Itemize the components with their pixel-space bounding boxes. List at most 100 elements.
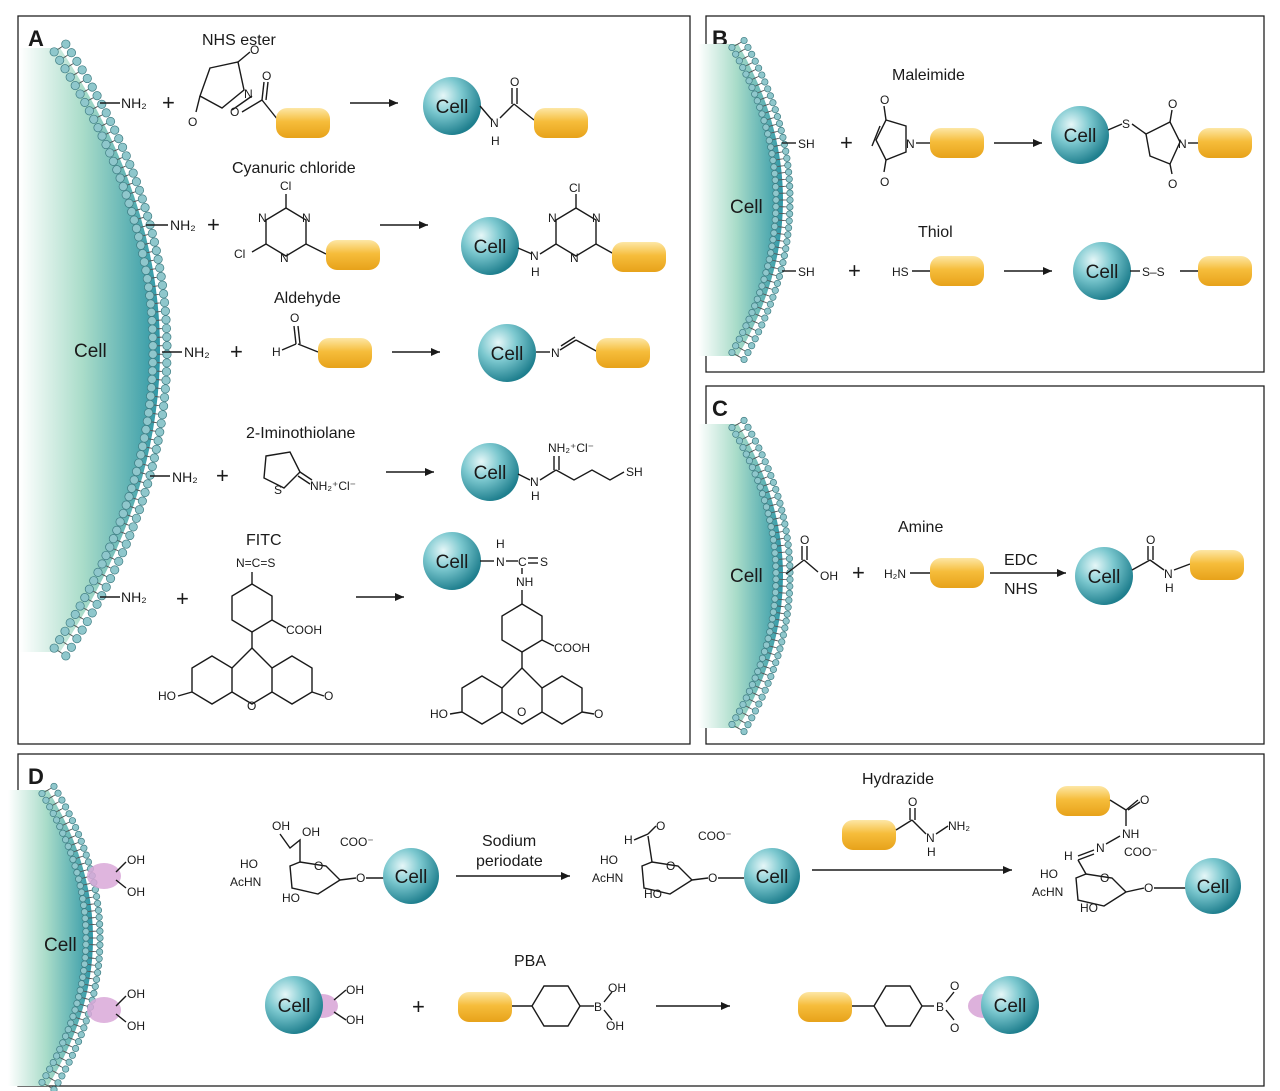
- thiourea-h: H: [496, 537, 505, 551]
- lipid-head: [129, 215, 139, 225]
- lipid-head: [69, 855, 77, 864]
- lipid-head: [62, 803, 70, 811]
- lipid-head: [767, 471, 775, 480]
- plus-sign: +: [840, 130, 853, 155]
- cell-sphere-label: Cell: [1197, 877, 1230, 898]
- lipid-head: [97, 131, 107, 141]
- product-amide-o: O: [1146, 533, 1155, 547]
- amidine-n: N: [530, 475, 539, 489]
- lipid-head: [760, 275, 768, 283]
- lipid-head: [159, 289, 169, 299]
- lipid-head: [129, 475, 139, 485]
- lipid-head: [761, 686, 769, 694]
- row-thiol: SH + Thiol HS Cell S–S: [782, 224, 1252, 300]
- maleimide-n: N: [906, 137, 915, 151]
- lipid-head: [155, 427, 165, 437]
- lipid-head: [768, 529, 776, 537]
- succinimide-o-bottom: O: [1168, 177, 1177, 191]
- lipid-head: [72, 1044, 80, 1053]
- lipid-head: [162, 332, 172, 342]
- sialic-ho: HO: [240, 857, 258, 871]
- lipid-head: [762, 641, 771, 649]
- triazine-n: N: [548, 211, 557, 225]
- cytoplasm: [8, 790, 93, 1086]
- lipid-head: [75, 89, 85, 99]
- lipid-head: [148, 358, 158, 368]
- lipid-head: [82, 940, 90, 949]
- lipid-head: [744, 721, 752, 729]
- lipid-head: [781, 624, 789, 632]
- lipid-head: [110, 565, 120, 575]
- lipid-head: [80, 901, 88, 909]
- lipid-head: [148, 341, 158, 351]
- lipid-head: [744, 349, 752, 357]
- plus-sign: +: [412, 994, 425, 1019]
- lipid-head: [157, 280, 168, 290]
- lipid-head: [82, 921, 90, 929]
- lipid-head: [769, 156, 777, 164]
- lipid-head: [118, 181, 128, 192]
- glycan-bulb: [87, 997, 121, 1023]
- lipid-head: [777, 126, 785, 135]
- lipid-head: [49, 643, 59, 653]
- oxidized-ho: HO: [600, 853, 618, 867]
- lipid-head: [161, 375, 171, 385]
- lipid-head: [771, 106, 779, 114]
- cell-sphere: [383, 848, 439, 904]
- lipid-head: [136, 450, 146, 460]
- lipid-head: [94, 899, 102, 907]
- product-xanthene-o: O: [517, 705, 526, 719]
- lipid-head: [785, 168, 793, 176]
- lipid-head: [115, 173, 125, 183]
- lipid-head: [146, 307, 156, 317]
- maleimide-o-top: O: [880, 93, 889, 107]
- lipid-head: [82, 1017, 90, 1025]
- lipid-head: [91, 982, 99, 990]
- lipid-head: [96, 934, 104, 942]
- hydrazide-h: H: [927, 845, 936, 859]
- lipid-head: [151, 246, 161, 256]
- lipid-head: [748, 83, 756, 91]
- plus-sign: +: [176, 586, 189, 611]
- lipid-head: [751, 470, 759, 478]
- lipid-head: [145, 399, 155, 410]
- hydrazone-o: O: [1140, 793, 1149, 807]
- thiol-name: Thiol: [918, 224, 953, 241]
- lipid-head: [769, 608, 777, 616]
- lipid-head: [773, 113, 782, 121]
- lipid-head: [783, 534, 791, 542]
- lipid-head: [786, 575, 794, 584]
- lipid-head: [785, 596, 793, 604]
- cell-sphere-label: Cell: [278, 996, 311, 1017]
- lipid-head: [770, 542, 778, 550]
- lipid-head: [77, 625, 87, 635]
- nhs-o-link: O: [230, 105, 239, 119]
- lipid-head: [761, 458, 769, 466]
- lipid-head: [125, 530, 135, 541]
- lipid-head: [106, 116, 116, 127]
- lipid-head: [785, 175, 793, 183]
- lipid-head: [50, 782, 58, 790]
- oxidized-ho-2: HO: [644, 887, 662, 901]
- lipid-head: [765, 255, 773, 264]
- lipid-head: [84, 584, 94, 594]
- lipid-head: [744, 43, 752, 51]
- plus-sign: +: [207, 212, 220, 237]
- lipid-head: [745, 315, 753, 323]
- lipid-head: [786, 582, 794, 590]
- succinimide-n: N: [1178, 137, 1187, 151]
- cell-sphere-label: Cell: [491, 344, 524, 365]
- lipid-head: [70, 609, 80, 619]
- lipid-head: [121, 151, 131, 161]
- payload-block: [612, 242, 666, 272]
- nhs-o-carbonyl: O: [262, 69, 271, 83]
- lipid-head: [160, 306, 170, 316]
- lipid-head: [143, 479, 153, 489]
- sialic-achn: AcHN: [230, 875, 261, 889]
- lipid-head: [732, 714, 740, 722]
- cell-sphere-label: Cell: [994, 996, 1027, 1017]
- lipid-head: [775, 272, 784, 281]
- maleimide-name: Maleimide: [892, 67, 965, 84]
- nhs-o-top: O: [250, 43, 259, 57]
- lipid-head: [55, 55, 65, 65]
